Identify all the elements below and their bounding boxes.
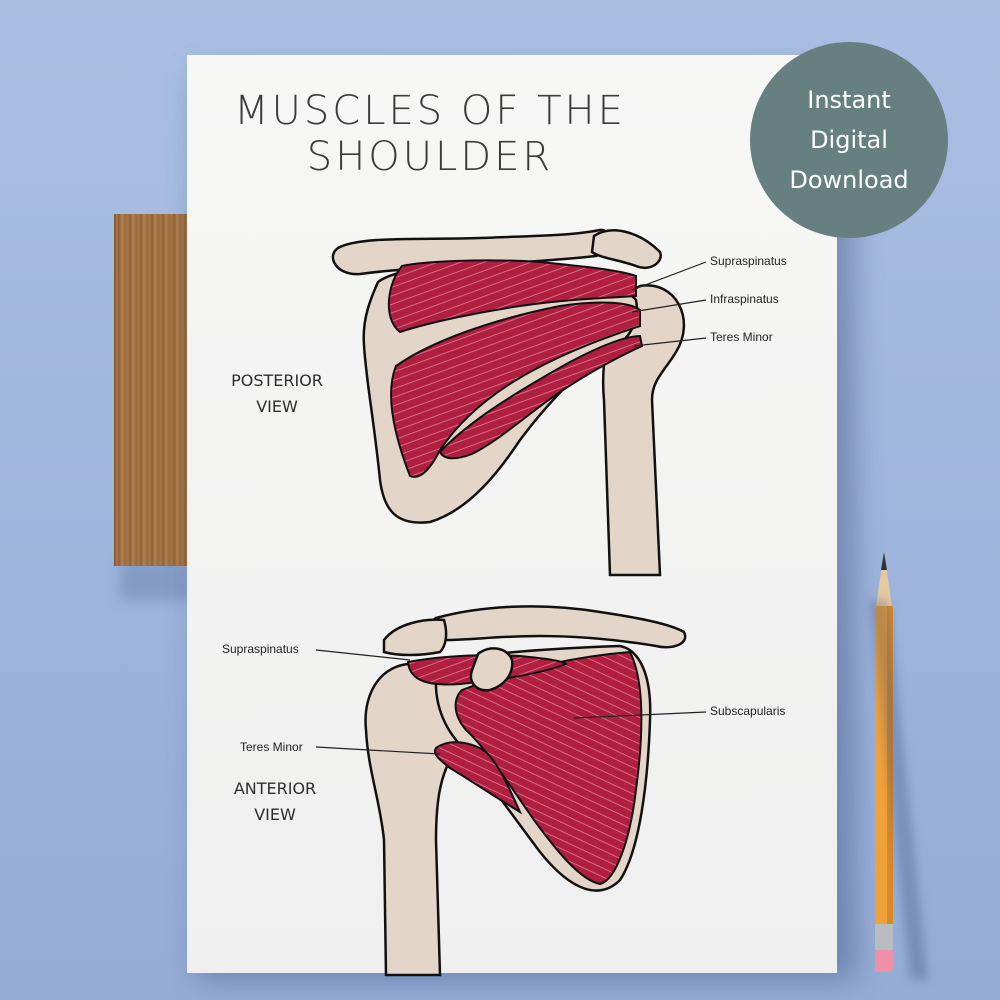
anterior-acromion <box>384 620 446 655</box>
anterior-teres-minor-label: Teres Minor <box>240 740 303 754</box>
instant-download-badge: Instant Digital Download <box>750 42 948 238</box>
anterior-view-label: ANTERIOR VIEW <box>205 776 345 828</box>
posterior-infraspinatus-label: Infraspinatus <box>710 292 779 306</box>
posterior-view-line2: VIEW <box>207 394 347 420</box>
badge-line3: Download <box>789 160 908 200</box>
pencil-tip-lead <box>881 552 887 570</box>
anterior-diagram <box>316 606 706 975</box>
pencil-eraser <box>875 950 893 972</box>
anterior-clavicle <box>430 606 685 647</box>
badge-line2: Digital <box>810 120 888 160</box>
anterior-view-line1: ANTERIOR <box>205 776 345 802</box>
anterior-supraspinatus-label: Supraspinatus <box>222 642 299 656</box>
posterior-acromion <box>592 230 661 267</box>
posterior-diagram <box>333 230 706 575</box>
posterior-view-line1: POSTERIOR <box>207 368 347 394</box>
posterior-supraspinatus-label: Supraspinatus <box>710 254 787 268</box>
badge-line1: Instant <box>807 80 891 120</box>
anterior-view-line2: VIEW <box>205 802 345 828</box>
anterior-subscapularis-label: Subscapularis <box>710 704 785 718</box>
posterior-view-label: POSTERIOR VIEW <box>207 368 347 420</box>
posterior-teres-minor-label: Teres Minor <box>710 330 773 344</box>
pencil-ferrule <box>875 924 893 950</box>
